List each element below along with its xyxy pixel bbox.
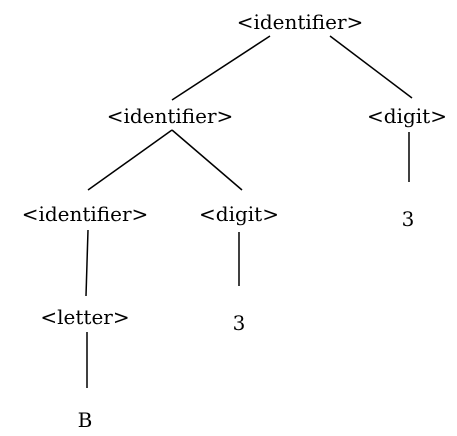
edge-left-identifier-to-inner-identifier <box>87 129 173 191</box>
node-right-digit: <digit> <box>367 104 447 128</box>
node-root-identifier: <identifier> <box>237 10 364 34</box>
node-inner-identifier: <identifier> <box>22 202 149 226</box>
node-right-digit-leaf: 3 <box>402 207 415 231</box>
node-letter: <letter> <box>40 305 129 329</box>
node-letter-leaf: B <box>78 408 93 432</box>
edge-root-to-left-identifier <box>171 35 271 101</box>
node-left-identifier: <identifier> <box>107 104 234 128</box>
node-inner-digit-leaf: 3 <box>233 311 246 335</box>
tree-edges <box>85 35 413 388</box>
tree-nodes: <identifier> <identifier> <digit> 3 <ide… <box>22 10 447 432</box>
edge-root-to-right-digit <box>329 35 413 99</box>
node-inner-digit: <digit> <box>199 202 279 226</box>
edge-inner-identifier-to-letter <box>85 229 89 297</box>
edge-left-identifier-to-digit <box>171 129 243 191</box>
